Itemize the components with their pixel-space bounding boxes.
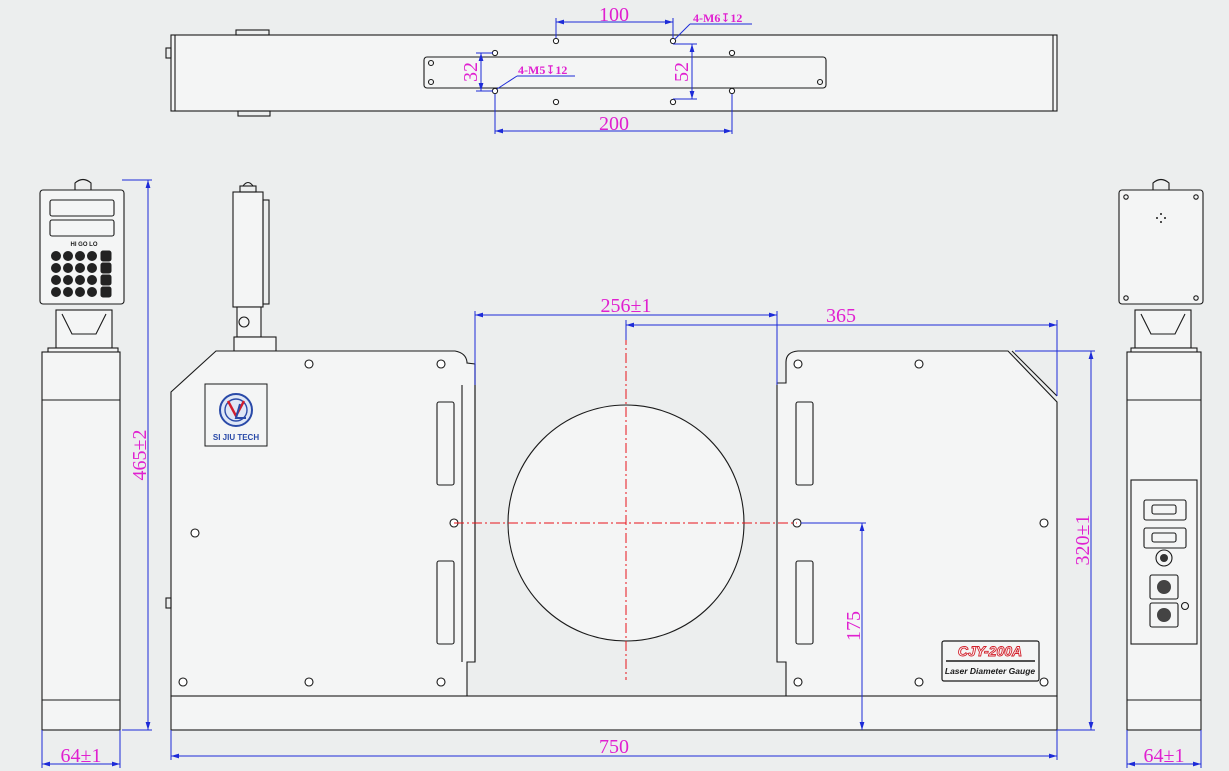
left-side-view: HI GO LO 465±2 64±1 <box>39 178 152 768</box>
top-view: 100 4-M6↧12 32 4-M5↧12 52 200 <box>165 4 1058 135</box>
right-side-view: 64±1 <box>1118 178 1204 768</box>
dim-left-width: 64±1 <box>61 745 102 767</box>
base-plate <box>170 695 1058 731</box>
keypad <box>51 250 112 298</box>
dim-pitch-left: 32 <box>460 62 482 82</box>
dim-front-height: 320±1 <box>1072 515 1094 566</box>
left-column <box>41 351 121 731</box>
company-logo: SI JIU TECH <box>204 383 268 447</box>
product-name: Laser Diameter Gauge <box>945 666 1036 676</box>
indicator-labels: HI GO LO <box>70 242 97 248</box>
dim-hole-spacing-bottom: 200 <box>599 113 629 135</box>
front-view: SI JIU TECH CJY-200A Laser Diameter Gaug… <box>165 181 1095 760</box>
dim-hole-spacing-top: 100 <box>599 4 629 26</box>
dim-pitch-right: 52 <box>671 62 693 82</box>
nameplate: CJY-200A Laser Diameter Gauge <box>941 640 1040 682</box>
swivel-mount <box>55 309 113 349</box>
model-name: CJY-200A <box>958 643 1022 659</box>
company-name: SI JIU TECH <box>213 433 259 442</box>
display-head-back <box>1118 189 1204 305</box>
dim-opening-width: 256±1 <box>601 295 652 317</box>
mounting-plate <box>423 56 827 89</box>
right-body <box>776 350 1058 697</box>
dim-center-offset: 365 <box>826 305 856 327</box>
db9-port-1 <box>1143 499 1187 521</box>
dim-right-width: 64±1 <box>1144 745 1185 767</box>
db9-port-2 <box>1143 527 1187 549</box>
dim-total-width: 750 <box>599 736 629 758</box>
thread-note-m6: 4-M6↧12 <box>693 11 742 25</box>
thread-note-m5: 4-M5↧12 <box>518 63 567 77</box>
dim-left-height: 465±2 <box>129 430 151 481</box>
display-head-side <box>232 191 264 308</box>
dim-center-height: 175 <box>843 611 865 641</box>
